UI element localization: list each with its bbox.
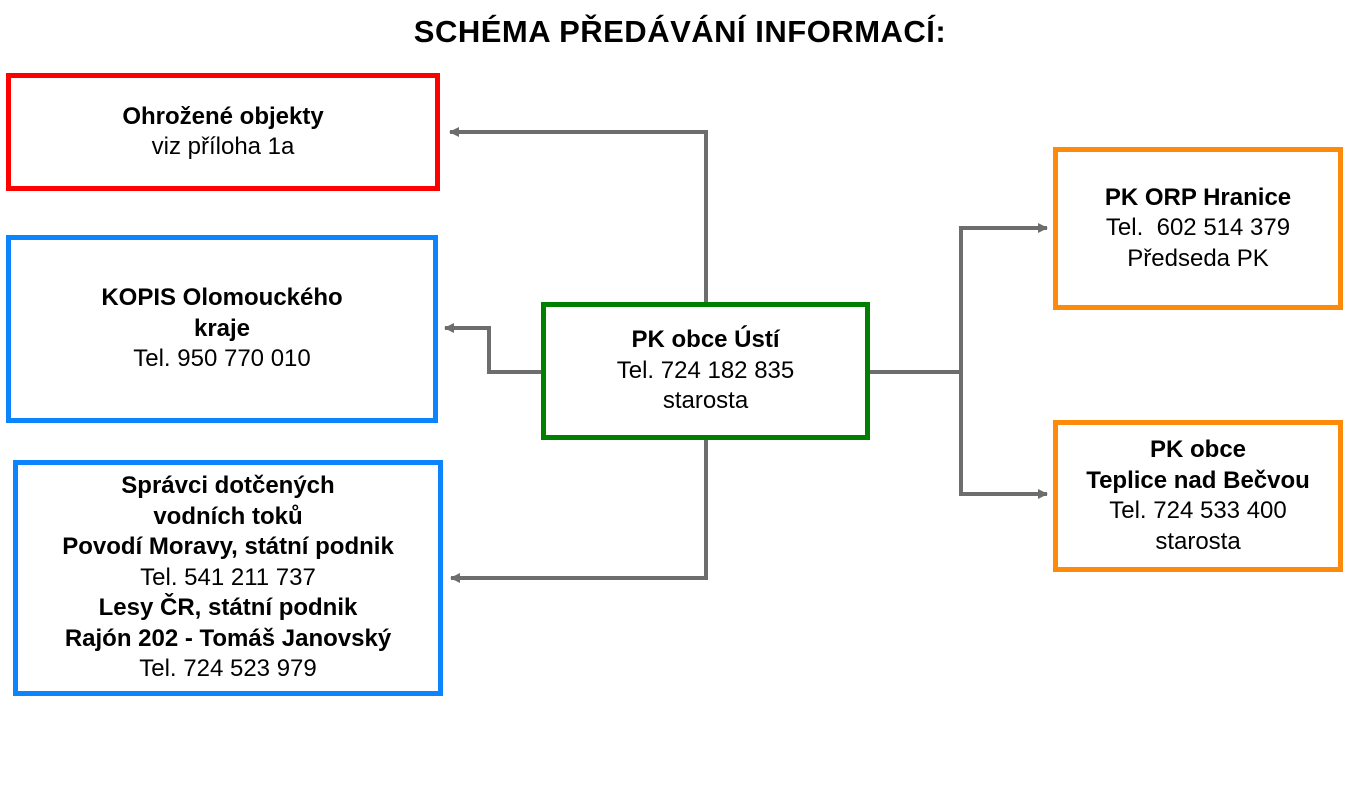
water-managers-line2: vodních toků xyxy=(153,502,303,530)
center-name: PK obce Ústí xyxy=(631,326,780,354)
threatened-objects-note: viz příloha 1a xyxy=(151,133,295,160)
diagram-title: SCHÉMA PŘEDÁVÁNÍ INFORMACÍ: xyxy=(413,14,947,49)
water-org1-name: Povodí Moravy, státní podnik xyxy=(62,533,394,561)
arrow-to-water-managers xyxy=(450,439,708,583)
water-org1-phone: Tel. 541 211 737 xyxy=(140,563,316,591)
orp-hranice-phone: Tel. 602 514 379 xyxy=(1105,214,1291,242)
water-org2-name: Lesy ČR, státní podnik xyxy=(98,594,358,622)
center-box: PK obce Ústí Tel. 724 182 835 starosta xyxy=(541,302,870,440)
teplice-role: starosta xyxy=(1155,527,1241,555)
water-org2-phone: Tel. 724 523 979 xyxy=(139,655,317,683)
orp-hranice-role: Předseda PK xyxy=(1127,244,1269,272)
arrow-to-threatened-objects xyxy=(449,127,708,302)
water-managers-line1: Správci dotčených xyxy=(121,472,335,500)
water-managers-box: Správci dotčených vodních toků Povodí Mo… xyxy=(13,460,443,696)
water-org2-contact: Rajón 202 - Tomáš Janovský xyxy=(64,624,392,652)
center-role: starosta xyxy=(662,387,749,415)
arrow-to-orp-hranice xyxy=(959,223,1048,372)
arrow-to-kopis xyxy=(444,323,543,374)
teplice-phone: Tel. 724 533 400 xyxy=(1109,497,1287,524)
center-phone: Tel. 724 182 835 xyxy=(616,356,795,384)
teplice-box: PK obce Teplice nad Bečvou Tel. 724 533 … xyxy=(1053,420,1343,572)
kopis-name-line1: KOPIS Olomouckého xyxy=(101,284,343,312)
kopis-box: KOPIS Olomouckého kraje Tel. 950 770 010 xyxy=(6,235,438,423)
kopis-phone: Tel. 950 770 010 xyxy=(133,345,311,373)
threatened-objects-title: Ohrožené objekty xyxy=(122,102,324,130)
kopis-name-line2: kraje xyxy=(193,314,251,342)
teplice-name-line2: Teplice nad Bečvou xyxy=(1086,466,1310,494)
teplice-name-line1: PK obce xyxy=(1149,436,1247,463)
orp-hranice-name: PK ORP Hranice xyxy=(1104,183,1292,211)
arrow-to-teplice xyxy=(959,372,1048,499)
threatened-objects-box: Ohrožené objekty viz příloha 1a xyxy=(6,73,440,191)
orp-hranice-box: PK ORP Hranice Tel. 602 514 379 Předseda… xyxy=(1053,147,1343,310)
